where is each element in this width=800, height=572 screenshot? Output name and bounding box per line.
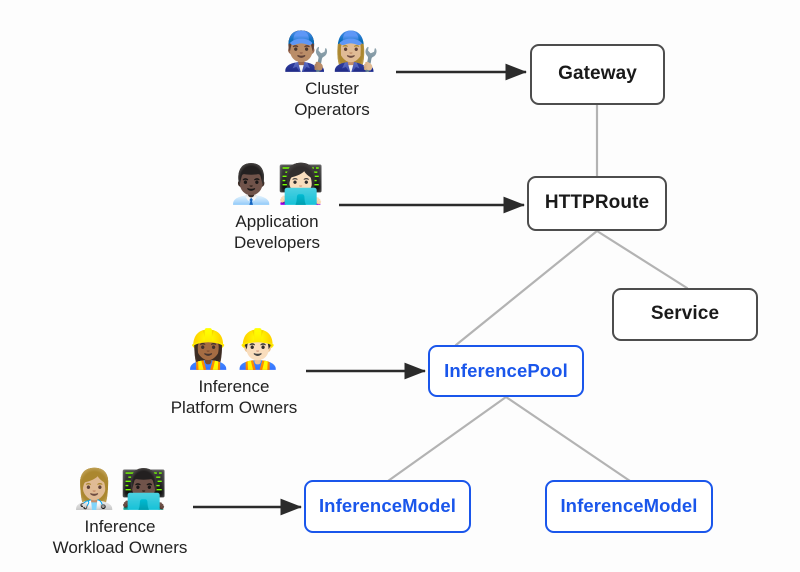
- connector-inferencepool-inferencemodel-1: [386, 395, 508, 483]
- node-inferencemodel-1[interactable]: InferenceModel: [304, 480, 471, 533]
- persona-application-developers-label: Application Developers: [234, 212, 320, 253]
- node-inferencemodel-2-label: InferenceModel: [560, 495, 698, 517]
- persona-cluster-operators-emojis: 👨🏽‍🔧 👩🏼‍🔧: [283, 28, 382, 74]
- node-inferencepool[interactable]: InferencePool: [428, 345, 584, 397]
- man-technologist-emoji: 👨🏿‍💻: [120, 467, 170, 511]
- persona-inference-platform-owners-emojis: 👷🏾‍♀️ 👷🏻‍♂️: [185, 326, 284, 372]
- node-httproute-label: HTTPRoute: [544, 192, 650, 214]
- node-httproute[interactable]: HTTPRoute: [527, 176, 667, 231]
- woman-construction-worker-emoji: 👷🏾‍♀️: [184, 327, 234, 371]
- node-inferencemodel-1-label: InferenceModel: [318, 495, 457, 517]
- persona-inference-workload-owners-label: Inference Workload Owners: [52, 517, 188, 558]
- persona-cluster-operators: 👨🏽‍🔧 👩🏼‍🔧 Cluster Operators: [222, 28, 442, 121]
- woman-health-worker-emoji: 👩🏼‍⚕️: [70, 467, 120, 511]
- connector-inferencepool-inferencemodel-2: [504, 395, 632, 483]
- node-inferencemodel-2[interactable]: InferenceModel: [545, 480, 713, 533]
- node-gateway-label: Gateway: [558, 63, 637, 85]
- persona-cluster-operators-label: Cluster Operators: [294, 79, 370, 120]
- man-construction-worker-emoji: 👷🏻‍♂️: [234, 327, 284, 371]
- woman-mechanic-emoji: 👩🏼‍🔧: [332, 29, 382, 73]
- persona-application-developers-emojis: 👨🏿‍💼 👩🏻‍💻: [228, 161, 327, 207]
- node-gateway[interactable]: Gateway: [530, 44, 665, 105]
- persona-inference-platform-owners: 👷🏾‍♀️ 👷🏻‍♂️ Inference Platform Owners: [124, 326, 344, 419]
- woman-technologist-emoji: 👩🏻‍💻: [277, 162, 327, 206]
- persona-inference-workload-owners-emojis: 👩🏼‍⚕️ 👨🏿‍💻: [71, 466, 170, 512]
- man-mechanic-emoji: 👨🏽‍🔧: [282, 29, 332, 73]
- node-inferencepool-label: InferencePool: [444, 359, 568, 381]
- man-office-worker-emoji: 👨🏿‍💼: [227, 162, 277, 206]
- connector-httproute-service: [595, 229, 689, 290]
- connector-httproute-inferencepool: [454, 229, 599, 347]
- persona-inference-workload-owners: 👩🏼‍⚕️ 👨🏿‍💻 Inference Workload Owners: [10, 466, 230, 559]
- node-service[interactable]: Service: [612, 288, 758, 341]
- persona-application-developers: 👨🏿‍💼 👩🏻‍💻 Application Developers: [167, 161, 387, 254]
- node-service-label: Service: [650, 303, 720, 325]
- persona-inference-platform-owners-label: Inference Platform Owners: [170, 377, 298, 418]
